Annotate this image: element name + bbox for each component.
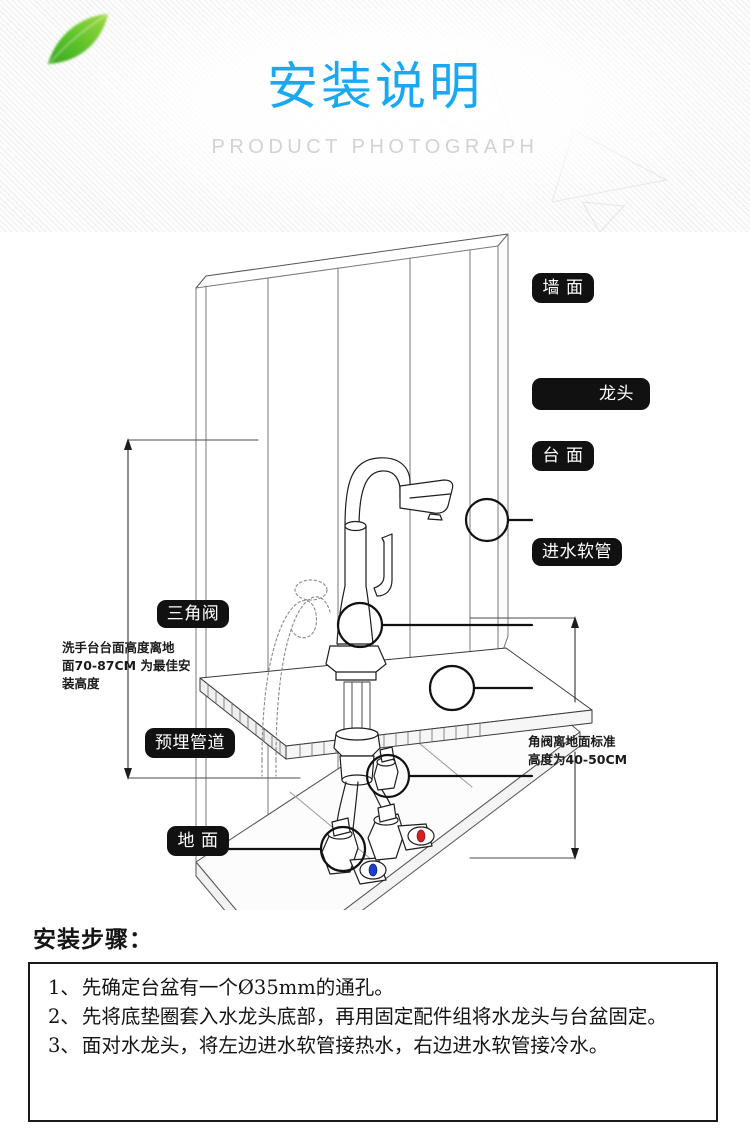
label-angle-valve-text: 三角阀 bbox=[166, 603, 220, 624]
label-countertop-text: 台 面 bbox=[542, 445, 584, 466]
label-faucet: 龙头 bbox=[532, 378, 650, 410]
embedded-pipe bbox=[261, 579, 331, 777]
note-counter-height: 洗手台台面高度离地 面70-87CM 为最佳安 装高度 bbox=[62, 640, 191, 692]
label-wall: 墙 面 bbox=[532, 273, 594, 303]
dimension-valve-height bbox=[469, 616, 579, 860]
green-leaf-icon bbox=[38, 6, 118, 78]
faucet bbox=[325, 457, 454, 839]
dimension-counter-height bbox=[124, 438, 301, 780]
angle-valve-right bbox=[367, 803, 435, 861]
page-subtitle: PRODUCT PHOTOGRAPH bbox=[211, 136, 539, 158]
step-text: 先将底垫圈套入水龙头底部，再用固定配件组将水龙头与台盆固定。 bbox=[81, 1004, 667, 1028]
label-floor: 地 面 bbox=[167, 826, 229, 856]
step-item: 2、 先将底垫圈套入水龙头底部，再用固定配件组将水龙头与台盆固定。 bbox=[48, 1005, 706, 1030]
installation-diagram bbox=[0, 232, 750, 910]
step-number: 2、 bbox=[48, 1004, 80, 1028]
hot-water-indicator bbox=[416, 829, 426, 843]
step-item: 3、 面对水龙头，将左边进水软管接热水，右边进水软管接冷水。 bbox=[48, 1034, 706, 1059]
step-item: 1、 先确定台盆有一个Ø35mm的通孔。 bbox=[48, 976, 706, 1001]
step-text: 面对水龙头，将左边进水软管接热水，右边进水软管接冷水。 bbox=[81, 1033, 609, 1057]
page-title: 安装说明 bbox=[266, 58, 483, 117]
page-header: 安装说明 PRODUCT PHOTOGRAPH bbox=[0, 0, 750, 232]
label-inlet-hose: 进水软管 bbox=[532, 538, 622, 566]
step-number: 1、 bbox=[48, 976, 80, 999]
label-floor-text: 地 面 bbox=[177, 830, 219, 851]
steps-title: 安装步骤： bbox=[33, 927, 153, 953]
step-text: 先确定台盆有一个Ø35mm的通孔。 bbox=[81, 976, 394, 999]
label-embedded-pipe: 预埋管道 bbox=[145, 728, 235, 758]
label-countertop: 台 面 bbox=[532, 441, 594, 471]
note-valve-height: 角阀离地面标准 高度为40-50CM bbox=[528, 734, 628, 768]
cold-water-indicator bbox=[368, 863, 378, 877]
step-number: 3、 bbox=[48, 1033, 80, 1057]
decorative-triangle-small-right bbox=[581, 201, 626, 232]
label-embedded-pipe-text: 预埋管道 bbox=[155, 732, 225, 753]
label-inlet-hose-text: 进水软管 bbox=[542, 541, 612, 562]
steps-box: 1、 先确定台盆有一个Ø35mm的通孔。 2、 先将底垫圈套入水龙头底部，再用固… bbox=[28, 962, 718, 1122]
label-wall-text: 墙 面 bbox=[542, 277, 584, 298]
label-angle-valve: 三角阀 bbox=[157, 600, 229, 628]
label-faucet-text: 龙头 bbox=[599, 383, 634, 404]
